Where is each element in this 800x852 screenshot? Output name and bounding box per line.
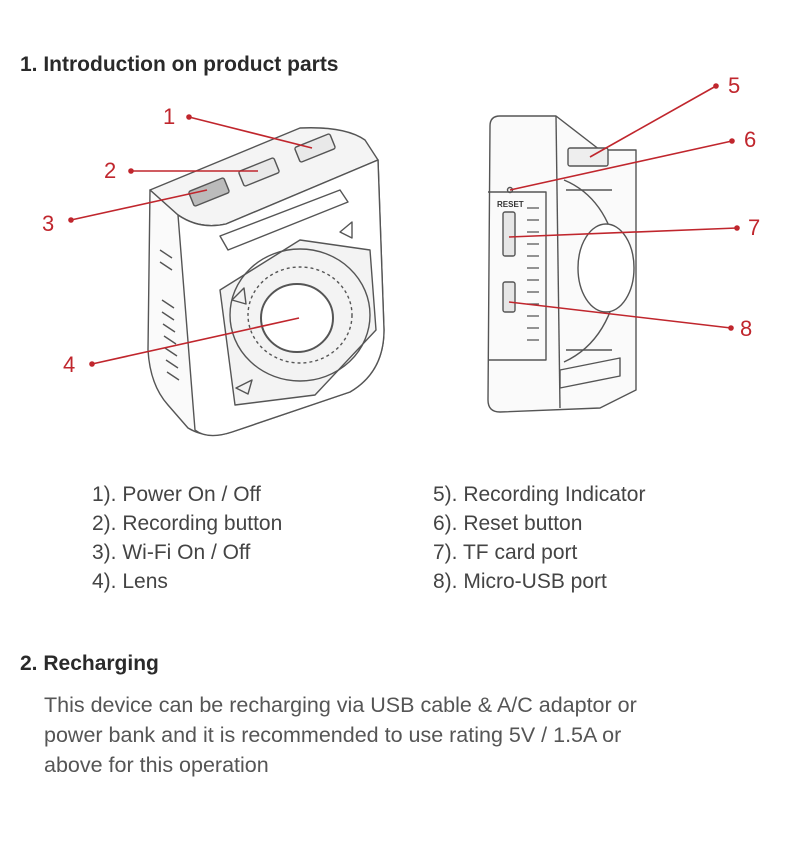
callout-line-6 [509,140,733,191]
part-item: 6). Reset button [433,512,583,535]
callout-dot-5 [713,83,719,89]
callout-number-4: 4 [63,352,76,377]
callout-dot-2 [128,168,134,174]
callout-dot-6 [729,138,735,144]
part-item: 5). Recording Indicator [433,483,646,506]
part-item: 1). Power On / Off [92,483,261,506]
product-diagram: RESET [68,83,740,437]
callout-dot-3 [68,217,74,223]
callout-line-1 [188,116,313,149]
callout-lines [68,83,740,367]
reset-label: RESET [497,200,524,209]
recharging-paragraph: This device can be recharging via USB ca… [44,690,684,780]
callout-number-6: 6 [744,127,757,152]
section-title-recharging: 2. Recharging [20,652,159,675]
device-front-illustration [147,127,385,437]
callout-number-2: 2 [104,158,117,183]
part-item: 8). Micro-USB port [433,570,607,593]
part-item: 4). Lens [92,570,168,593]
callout-number-5: 5 [728,73,741,98]
parts-list-right: 5). Recording Indicator 6). Reset button… [433,480,645,596]
callout-dot-7 [734,225,740,231]
callout-dot-8 [728,325,734,331]
callout-dot-4 [89,361,95,367]
callout-line-4 [91,317,300,365]
parts-list-left: 1). Power On / Off 2). Recording button … [92,480,282,596]
section-title-product-parts: 1. Introduction on product parts [20,53,339,76]
callout-line-7 [508,227,738,238]
callout-line-3 [70,189,208,221]
device-side-illustration [487,115,637,413]
callout-line-5 [589,85,717,158]
callout-number-3: 3 [42,211,55,236]
paragraph-line: This device can be recharging via USB ca… [44,693,637,717]
callout-number-1: 1 [163,104,176,129]
part-item: 7). TF card port [433,541,578,564]
callout-line-8 [508,301,732,329]
callout-number-7: 7 [748,215,761,240]
paragraph-line: above for this operation [44,753,269,777]
part-item: 2). Recording button [92,512,283,535]
part-item: 3). Wi-Fi On / Off [92,541,251,564]
callout-dot-1 [186,114,192,120]
paragraph-line: power bank and it is recommended to use … [44,723,622,747]
callout-number-8: 8 [740,316,753,341]
